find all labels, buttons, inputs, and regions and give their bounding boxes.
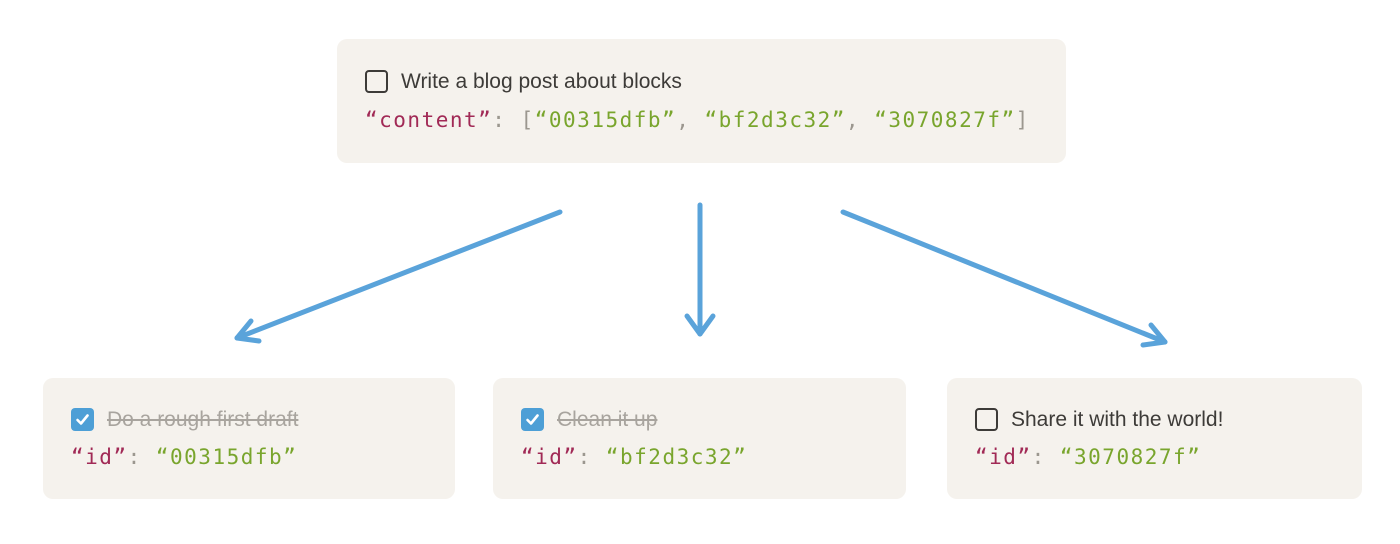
code-comma: , [676, 107, 705, 132]
task-label: Clean it up [557, 407, 658, 431]
child-task-block-1: Do a rough first draft “id”: “00315dfb” [43, 378, 455, 499]
code-key: “id” [521, 445, 578, 469]
code-key: “content” [365, 107, 493, 132]
task-row: Write a blog post about blocks [365, 69, 1038, 94]
check-icon [76, 414, 89, 425]
checkbox-unchecked[interactable] [975, 407, 998, 431]
code-string-id-3: “3070827f” [874, 107, 1016, 132]
parent-task-block: Write a blog post about blocks “content”… [337, 39, 1066, 163]
task-label: Do a rough first draft [107, 407, 299, 431]
task-label: Share it with the world! [1011, 407, 1224, 431]
task-label: Write a blog post about blocks [401, 70, 682, 94]
checkbox-checked[interactable] [71, 407, 94, 431]
code-colon: : [127, 445, 156, 469]
code-string-id-1: “00315dfb” [534, 107, 677, 132]
code-colon: : [1031, 445, 1060, 469]
code-line-id: “id”: “3070827f” [975, 445, 1334, 470]
arrow-middle-icon [684, 202, 716, 337]
task-row: Do a rough first draft [71, 407, 427, 432]
child-task-block-2: Clean it up “id”: “bf2d3c32” [493, 378, 906, 499]
checkbox-checked[interactable] [521, 407, 544, 431]
child-task-block-3: Share it with the world! “id”: “3070827f… [947, 378, 1362, 499]
check-icon [526, 414, 539, 425]
arrow-left-icon [234, 209, 563, 344]
code-key: “id” [975, 445, 1032, 469]
task-row: Share it with the world! [975, 407, 1334, 432]
code-line-id: “id”: “00315dfb” [71, 445, 427, 470]
checkbox-unchecked[interactable] [365, 70, 388, 94]
code-string-id: “3070827f” [1059, 445, 1202, 469]
code-string-id: “00315dfb” [155, 445, 298, 469]
code-colon: : [577, 445, 606, 469]
code-colon: : [492, 107, 521, 132]
task-row: Clean it up [521, 407, 878, 432]
code-bracket-close: ] [1015, 107, 1030, 132]
code-string-id: “bf2d3c32” [605, 445, 748, 469]
code-line-content: “content”: [“00315dfb”, “bf2d3c32”, “307… [365, 108, 1038, 133]
arrow-right-icon [840, 209, 1168, 348]
code-bracket-open: [ [520, 107, 535, 132]
code-line-id: “id”: “bf2d3c32” [521, 445, 878, 470]
code-string-id-2: “bf2d3c32” [704, 107, 846, 132]
code-comma: , [845, 107, 875, 132]
code-key: “id” [71, 445, 128, 469]
